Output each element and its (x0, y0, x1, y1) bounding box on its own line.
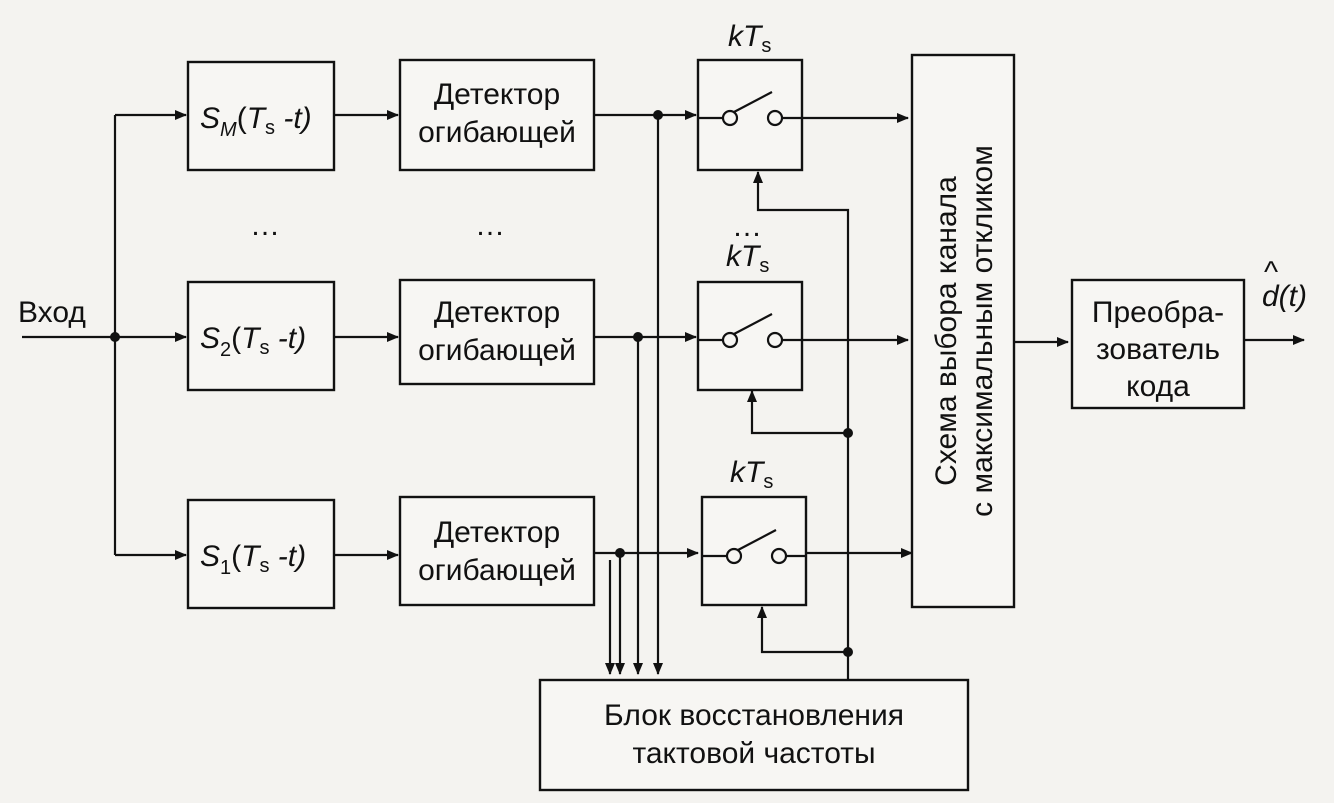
svg-text:Блок восстановления: Блок восстановления (604, 699, 904, 732)
matched-filter-2: S2(Ts -t) (186, 280, 336, 392)
svg-text:огибающей: огибающей (418, 554, 576, 587)
sampler-2-label: kTs (726, 240, 769, 277)
sampler-to-selector-wires (802, 113, 913, 558)
svg-text:с максимальным откликом: с максимальным откликом (966, 145, 999, 517)
filter-2-label: S2(Ts -t) (200, 322, 306, 361)
sampler-1-label: kTs (730, 456, 773, 493)
ellipsis-detectors: … (475, 209, 505, 242)
svg-text:тактовой частоты: тактовой частоты (632, 737, 875, 770)
sampler-1: kTs (700, 456, 808, 607)
svg-text:зователь: зователь (1096, 333, 1220, 366)
detector-to-sampler-wires (594, 110, 699, 675)
sampler-2: kTs (696, 240, 804, 392)
envelope-detector-1: Детектор огибающей (398, 495, 596, 607)
filter-M-label: SM(Ts -t) (200, 102, 312, 141)
svg-text:Детектор: Детектор (434, 516, 560, 549)
matched-filter-M: SM(Ts -t) (186, 60, 336, 172)
input-label: Вход (18, 296, 86, 329)
envelope-detector-2: Детектор огибающей (398, 278, 596, 386)
code-converter: Преобра- зователь кода (1070, 278, 1246, 410)
input-bus (22, 110, 187, 560)
matched-filter-1: S1(Ts -t) (186, 498, 336, 610)
max-response-selector: Схема выбора канала с максимальным откли… (910, 53, 1016, 609)
output-hat: ^ (1264, 256, 1278, 289)
svg-text:огибающей: огибающей (418, 116, 576, 149)
ellipsis-filters: … (250, 209, 280, 242)
svg-text:Преобра-: Преобра- (1092, 296, 1224, 329)
envelope-detector-M: Детектор огибающей (398, 58, 596, 172)
svg-text:Детектор: Детектор (434, 296, 560, 329)
svg-text:огибающей: огибающей (418, 334, 576, 367)
clock-recovery-block: Блок восстановления тактовой частоты (538, 678, 970, 792)
svg-text:Детектор: Детектор (434, 78, 560, 111)
clock-distribution-wires (747, 171, 853, 680)
filter-to-detector-wires (334, 110, 399, 560)
sampler-M: kTs (696, 20, 804, 172)
sampler-M-label: kTs (728, 20, 771, 57)
svg-text:Схема выбора канала: Схема выбора канала (930, 176, 963, 486)
ellipsis-samplers: … (732, 210, 762, 243)
filter-1-label: S1(Ts -t) (200, 540, 306, 579)
svg-text:кода: кода (1126, 370, 1190, 403)
output-label: d(t) (1262, 280, 1307, 313)
